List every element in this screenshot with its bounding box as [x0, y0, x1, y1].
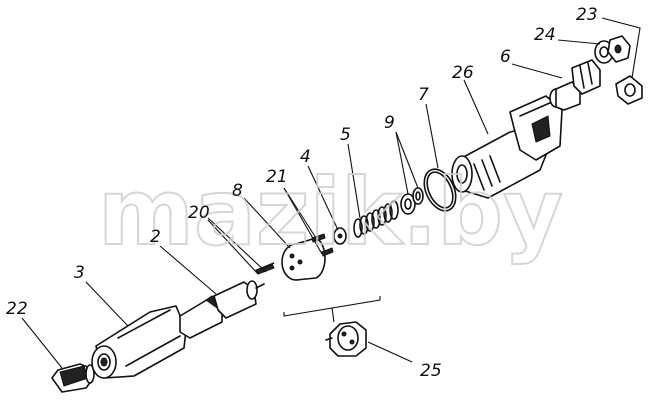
part-25-distributor — [325, 321, 367, 357]
label-23: 23 — [576, 5, 598, 25]
leader-lines — [21, 17, 641, 369]
part-23-nuts — [607, 35, 643, 105]
label-21: 21 — [266, 167, 288, 187]
part-21-pins — [311, 233, 334, 257]
label-5: 5 — [340, 125, 351, 145]
label-6: 6 — [500, 47, 511, 67]
part-26-housing — [451, 95, 563, 199]
part-7-oring — [423, 168, 457, 212]
part-5-spring — [353, 200, 399, 238]
label-8: 8 — [232, 181, 243, 201]
bracket-25 — [283, 296, 381, 323]
part-2-sprayer — [179, 280, 265, 339]
part-8-disc — [281, 237, 326, 281]
label-26: 26 — [452, 63, 474, 83]
label-9: 9 — [384, 113, 395, 133]
part-6-fitting — [549, 59, 601, 111]
label-24: 24 — [534, 25, 556, 45]
part-22-cap — [51, 363, 95, 393]
part-4-valve — [333, 227, 347, 245]
label-2: 2 — [150, 227, 161, 247]
watermark: mazik.by — [98, 159, 563, 266]
label-22: 22 — [6, 299, 28, 319]
label-25: 25 — [420, 361, 442, 381]
part-3-nut — [91, 305, 187, 379]
label-3: 3 — [74, 263, 85, 283]
label-7: 7 — [418, 85, 429, 105]
label-4: 4 — [300, 147, 311, 167]
label-20: 20 — [188, 203, 210, 223]
